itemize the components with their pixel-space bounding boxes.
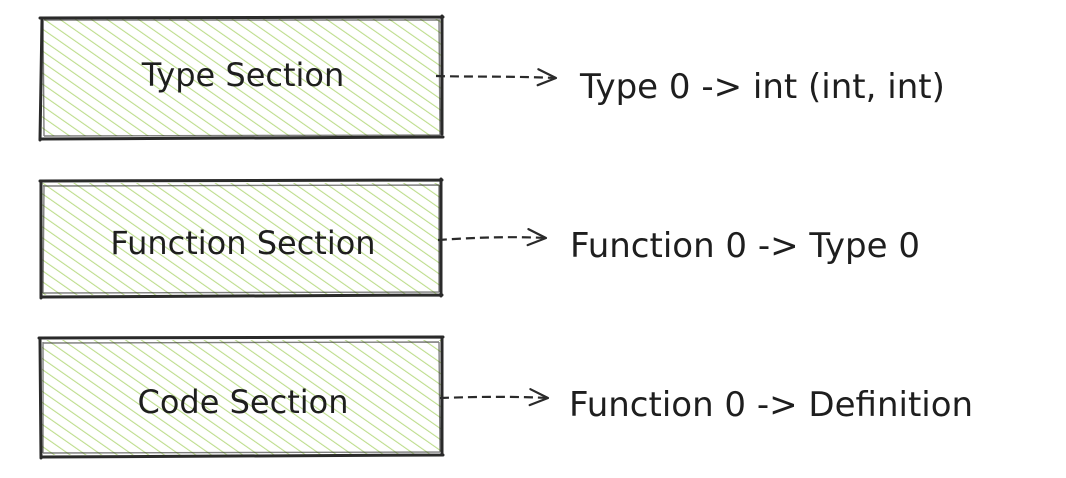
code-section-box: Code Section xyxy=(37,335,445,460)
type-section-annotation: Type 0 -> int (int, int) xyxy=(579,67,945,107)
type-section-label: Type Section xyxy=(141,56,345,94)
type-section-box: Type Section xyxy=(38,14,445,142)
code-section-label: Code Section xyxy=(138,383,349,421)
row-type-section: Type Section Type 0 -> int (int, int) xyxy=(38,14,945,142)
function-section-box: Function Section xyxy=(38,177,444,300)
function-section-arrow xyxy=(437,228,548,247)
code-section-arrow xyxy=(439,388,550,407)
code-section-annotation: Function 0 -> Definition xyxy=(569,385,973,425)
row-code-section: Code Section Function 0 -> Definition xyxy=(37,335,973,460)
type-section-arrow xyxy=(435,68,558,87)
function-section-annotation: Function 0 -> Type 0 xyxy=(570,226,920,266)
row-function-section: Function Section Function 0 -> Type 0 xyxy=(38,177,920,300)
function-section-label: Function Section xyxy=(110,224,375,262)
